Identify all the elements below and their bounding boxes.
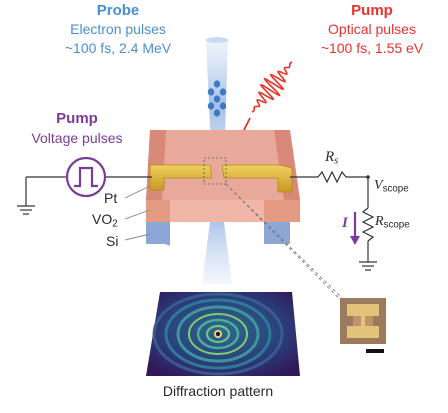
rscope-label: Rscope bbox=[375, 214, 410, 231]
diffraction-ring bbox=[152, 292, 284, 376]
diffraction-ring bbox=[205, 324, 231, 344]
rs-label: Rs bbox=[325, 149, 339, 167]
pump-voltage-title: Pump bbox=[56, 110, 98, 127]
diffraction-ring bbox=[176, 305, 260, 363]
pump-optical-title: Pump bbox=[351, 2, 393, 19]
diffraction-ring bbox=[188, 313, 248, 355]
electron-beam-lower bbox=[202, 222, 232, 284]
vscope-label: Vscope bbox=[374, 178, 409, 195]
scope-node bbox=[366, 175, 370, 179]
electron-bunch bbox=[207, 80, 227, 117]
scope-circuit bbox=[290, 170, 377, 271]
layer-leader-lines bbox=[124, 185, 151, 241]
zoom-lines bbox=[225, 183, 387, 347]
layer-label-pt: Pt bbox=[104, 190, 118, 206]
scale-bar bbox=[366, 349, 384, 353]
optical-pulse-wave bbox=[251, 61, 293, 113]
diffraction-screen bbox=[146, 292, 300, 376]
layer-label-vo2: VO2 bbox=[92, 211, 118, 230]
zoom-inset bbox=[340, 298, 386, 344]
layer-label-si: Si bbox=[106, 233, 119, 249]
voltage-circuit bbox=[17, 176, 152, 215]
pulse-source-icon bbox=[65, 156, 107, 198]
pump-voltage-line1: Voltage pulses bbox=[31, 130, 123, 146]
pump-optical-line2: ~100 fs, 1.55 eV bbox=[320, 40, 424, 56]
current-label: I bbox=[342, 215, 348, 231]
diffraction-ring bbox=[164, 298, 272, 370]
current-arrow bbox=[350, 212, 360, 245]
probe-line2: ~100 fs, 2.4 MeV bbox=[64, 40, 172, 56]
diffraction-caption: Diffraction pattern bbox=[162, 383, 274, 399]
probe-title: Probe bbox=[96, 2, 140, 19]
pt-electrodes bbox=[149, 164, 293, 193]
pump-optical-line1: Optical pulses bbox=[328, 21, 416, 37]
probe-line1: Electron pulses bbox=[70, 21, 166, 37]
diffraction-ring bbox=[196, 318, 240, 350]
